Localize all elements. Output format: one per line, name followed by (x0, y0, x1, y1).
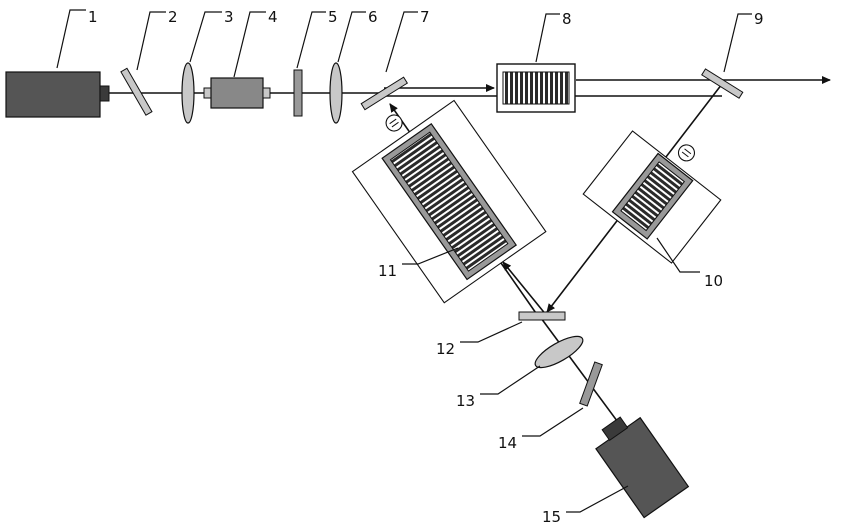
label-5: 5 (328, 8, 338, 26)
component-3-lens (182, 63, 194, 123)
component-6-lens (330, 63, 342, 123)
label-10: 10 (704, 272, 723, 290)
label-2: 2 (168, 8, 178, 26)
component-12-mirror (519, 312, 565, 320)
component-5-plate (294, 70, 302, 116)
beam-12-to-11 (503, 262, 547, 316)
label-4: 4 (268, 8, 278, 26)
component-11-crystal-assembly (339, 81, 546, 303)
component-9-mirror (702, 69, 743, 98)
component-8-crystal (497, 64, 575, 112)
label-9: 9 (754, 10, 764, 28)
label-11: 11 (378, 262, 397, 280)
label-14: 14 (498, 434, 517, 452)
label-7: 7 (420, 8, 430, 26)
component-15-pump-laser (589, 408, 688, 518)
component-1-laser (6, 72, 109, 117)
label-1: 1 (88, 8, 98, 26)
label-8: 8 (562, 10, 572, 28)
component-14-plate (580, 362, 603, 406)
label-6: 6 (368, 8, 378, 26)
component-10-crystal-assembly (583, 112, 735, 263)
label-13: 13 (456, 392, 475, 410)
label-3: 3 (224, 8, 234, 26)
label-15: 15 (542, 508, 561, 526)
label-12: 12 (436, 340, 455, 358)
component-4-device (204, 78, 270, 108)
component-2-mirror (121, 68, 152, 115)
